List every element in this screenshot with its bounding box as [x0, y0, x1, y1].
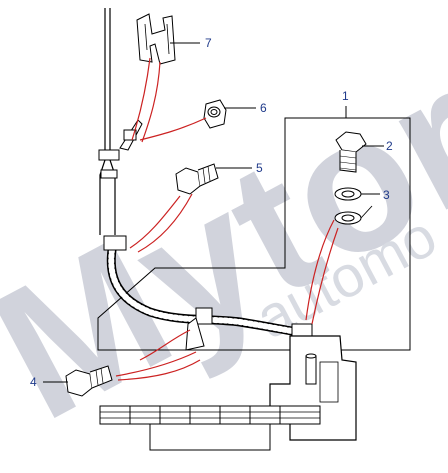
retaining-clip — [136, 13, 176, 65]
mounting-bolt-upper — [175, 163, 219, 195]
callout-2: 2 — [386, 139, 393, 153]
callout-7: 7 — [205, 36, 212, 50]
hex-nut — [203, 99, 227, 129]
flexible-brake-hose — [103, 235, 313, 339]
leader-lines — [115, 57, 339, 381]
banjo-bolt — [335, 131, 367, 173]
callout-leaders — [43, 42, 384, 383]
mounting-bolt-lower — [65, 365, 113, 397]
callout-6: 6 — [260, 101, 267, 115]
pipe-bracket — [119, 119, 143, 151]
watermark: Mytor automo — [0, 30, 448, 460]
rigid-brake-pipe — [98, 8, 120, 235]
brake-disc — [99, 405, 321, 451]
callout-3: 3 — [383, 188, 390, 202]
callout-4: 4 — [30, 375, 37, 389]
hose-bracket — [185, 317, 205, 351]
callout-5: 5 — [256, 161, 263, 175]
callout-1: 1 — [342, 89, 349, 103]
detail-frame-outline — [97, 117, 411, 351]
